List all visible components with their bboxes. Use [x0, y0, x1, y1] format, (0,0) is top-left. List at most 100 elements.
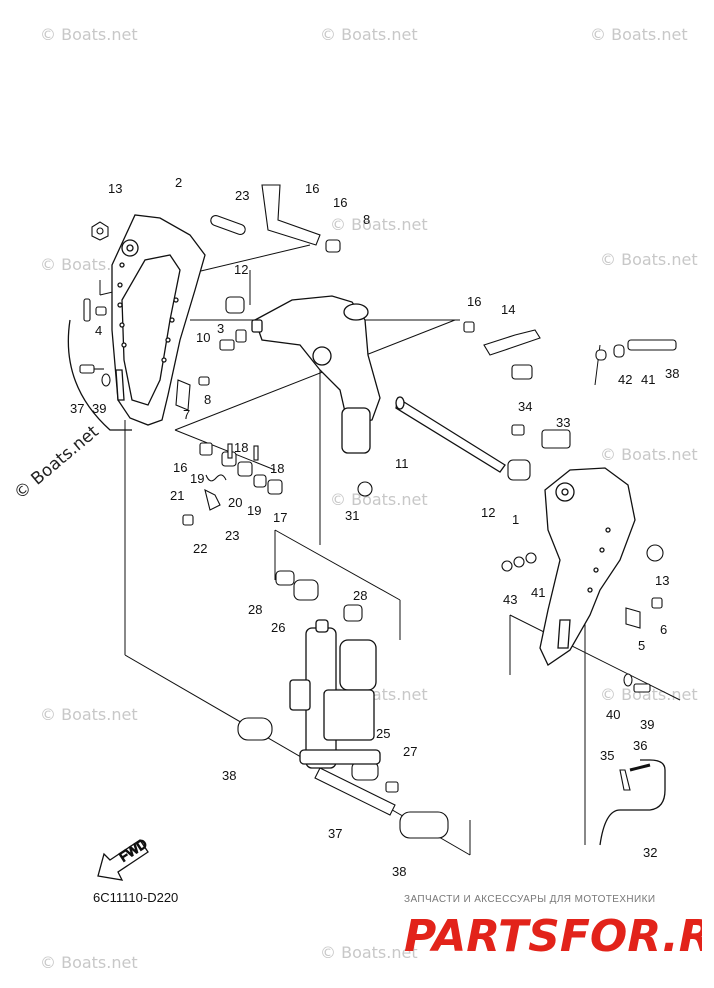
- pin-18b: [253, 445, 259, 461]
- callout: 2: [175, 175, 182, 190]
- watermark-main: © Boats.net: [10, 422, 103, 504]
- bolt-38-left: [79, 364, 95, 374]
- part-17: [267, 479, 283, 495]
- callout: 33: [556, 415, 570, 430]
- callout: 32: [643, 845, 657, 860]
- grommet-7: [175, 379, 191, 411]
- callout: 4: [95, 323, 102, 338]
- grease-nipple-16: [325, 239, 341, 253]
- pin-18a: [227, 443, 233, 459]
- collar-27: [293, 579, 319, 601]
- connector-14: [511, 364, 533, 380]
- brand-logo-text: PARTSFOR.RU: [404, 911, 702, 962]
- callout: 20: [228, 495, 242, 510]
- bushing-28-right: [343, 604, 363, 622]
- callout: 7: [183, 407, 190, 422]
- callout: 16: [467, 294, 481, 309]
- watermark: © Boats.net: [330, 215, 428, 234]
- nut-13-right: [646, 544, 664, 562]
- callout: 1: [512, 512, 519, 527]
- shaft-35: [314, 767, 396, 816]
- callout: 39: [640, 717, 654, 732]
- lever-14: [483, 329, 541, 356]
- washer-42: [595, 349, 607, 361]
- transom-bracket-right: [539, 467, 636, 666]
- rod-15: [261, 184, 321, 246]
- watermark: © Boats.net: [600, 250, 698, 269]
- part-24: [351, 761, 379, 781]
- spring-37: [399, 811, 449, 839]
- pin-36: [237, 717, 273, 741]
- callout: 39: [92, 401, 106, 416]
- callout: 37: [328, 826, 342, 841]
- callout: 40: [606, 707, 620, 722]
- callout: 16: [333, 195, 347, 210]
- callout: 13: [655, 573, 669, 588]
- callout: 19: [190, 471, 204, 486]
- callout: 13: [108, 181, 122, 196]
- bushing-28-left: [275, 570, 295, 586]
- screw-6: [651, 597, 663, 609]
- screw-22: [182, 514, 194, 526]
- callout: 11: [395, 456, 409, 471]
- callout: 22: [193, 541, 207, 556]
- callout: 3: [217, 321, 224, 336]
- callout: 21: [170, 488, 184, 503]
- watermark: © Boats.net: [330, 490, 428, 509]
- diagram-code: 6C11110-D220: [93, 890, 179, 905]
- callout: 8: [363, 212, 370, 227]
- callout: 10: [196, 330, 210, 345]
- callout: 16: [173, 460, 187, 475]
- grommet-5: [625, 607, 641, 629]
- washer-39-left: [101, 373, 111, 387]
- spring-21: [205, 474, 227, 482]
- watermark: © Boats.net: [40, 25, 138, 44]
- transom-bracket-left: [67, 214, 206, 431]
- washer-39-right: [623, 673, 633, 687]
- tilt-tube: [395, 396, 506, 473]
- callout: 23: [235, 188, 249, 203]
- callout: 41: [531, 585, 545, 600]
- watermark: © Boats.net: [600, 685, 698, 704]
- watermark: © Boats.net: [40, 953, 138, 972]
- callout: 12: [234, 262, 248, 277]
- screw-16-right: [463, 321, 475, 333]
- sensor-30: [541, 429, 571, 449]
- callout: 23: [225, 528, 239, 543]
- screw-8: [198, 376, 210, 386]
- hardware-parts: [79, 184, 677, 839]
- callout: 31: [345, 508, 359, 523]
- brand-logo: PARTSFOR.RU: [404, 911, 702, 962]
- bolt-4: [83, 298, 91, 322]
- callout: 25: [376, 726, 390, 741]
- screw-10: [219, 339, 235, 351]
- bracket-23: [204, 488, 221, 511]
- callout: 35: [600, 748, 614, 763]
- callout: 17: [273, 510, 287, 525]
- callout: 16: [305, 181, 319, 196]
- circlip-29: [357, 481, 373, 497]
- callout: 5: [638, 638, 645, 653]
- lead-wire: [599, 759, 666, 846]
- callouts: 13 2 23 16 16 8 12 4 3 10 37 39 8 7 16 1…: [70, 175, 679, 879]
- callout: 18: [270, 461, 284, 476]
- swivel-bracket: [251, 295, 381, 454]
- washer-41-top: [613, 344, 625, 358]
- fwd-arrow: FWD: [97, 835, 150, 881]
- bushing-12-top: [225, 296, 245, 314]
- callout: 34: [518, 399, 532, 414]
- callout: 37: [70, 401, 84, 416]
- part-20: [237, 461, 253, 477]
- bolt-40: [627, 339, 677, 351]
- callout: 19: [247, 503, 261, 518]
- callout: 27: [403, 744, 417, 759]
- callout: 26: [271, 620, 285, 635]
- screw-25: [385, 781, 399, 793]
- callout: 28: [248, 602, 262, 617]
- clip-33: [619, 769, 631, 791]
- screw-31: [511, 424, 525, 436]
- brand-tagline: ЗАПЧАСТИ И АКСЕССУАРЫ ДЛЯ МОТОТЕХНИКИ: [404, 894, 656, 905]
- watermark: © Boats.net: [40, 705, 138, 724]
- watermark: © Boats.net: [590, 25, 688, 44]
